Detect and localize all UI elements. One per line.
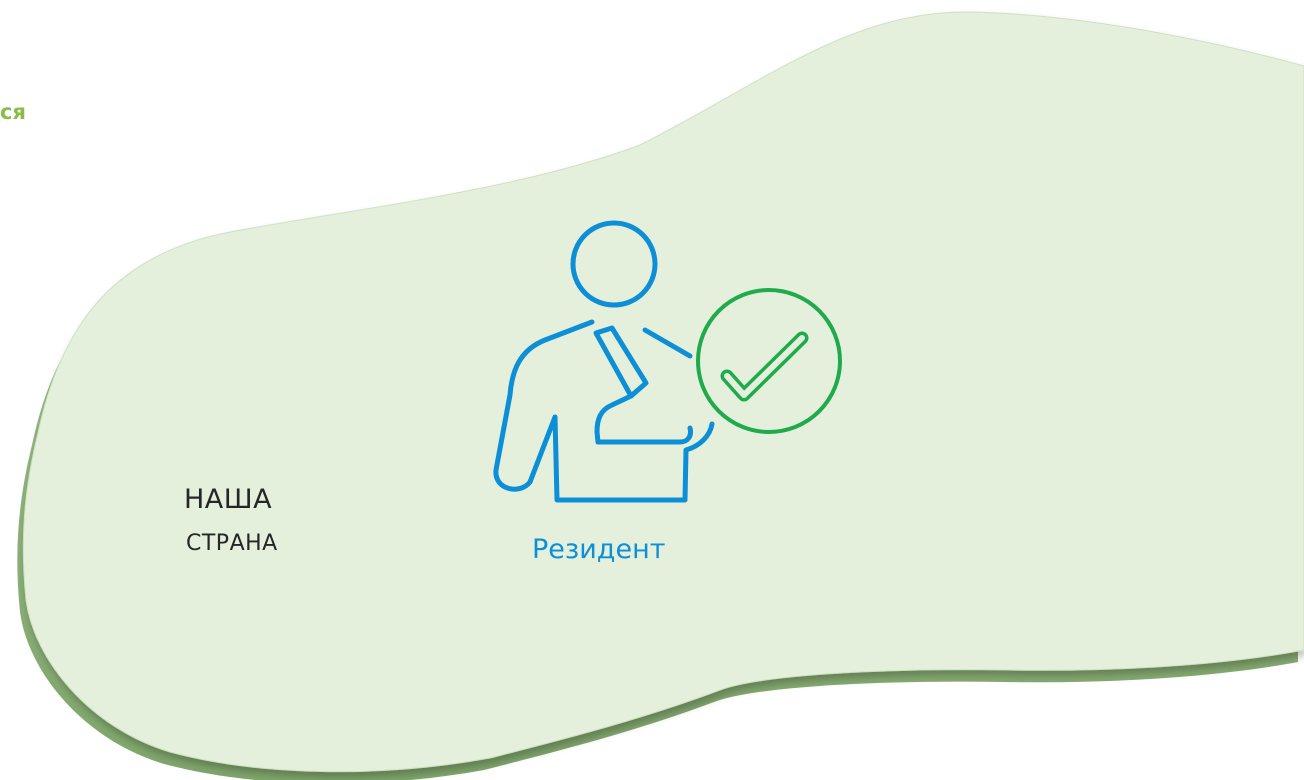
check-circle-icon xyxy=(696,288,842,434)
resident-label: Резидент xyxy=(532,534,666,565)
country-label: Наша страна xyxy=(184,478,324,566)
cropped-heading-fragment: ся xyxy=(0,100,26,124)
territory-shape-top xyxy=(22,11,1304,773)
resident-person-icon xyxy=(493,220,715,503)
country-label-line2: страна xyxy=(186,531,278,556)
country-label-line1: Наша xyxy=(184,484,273,515)
